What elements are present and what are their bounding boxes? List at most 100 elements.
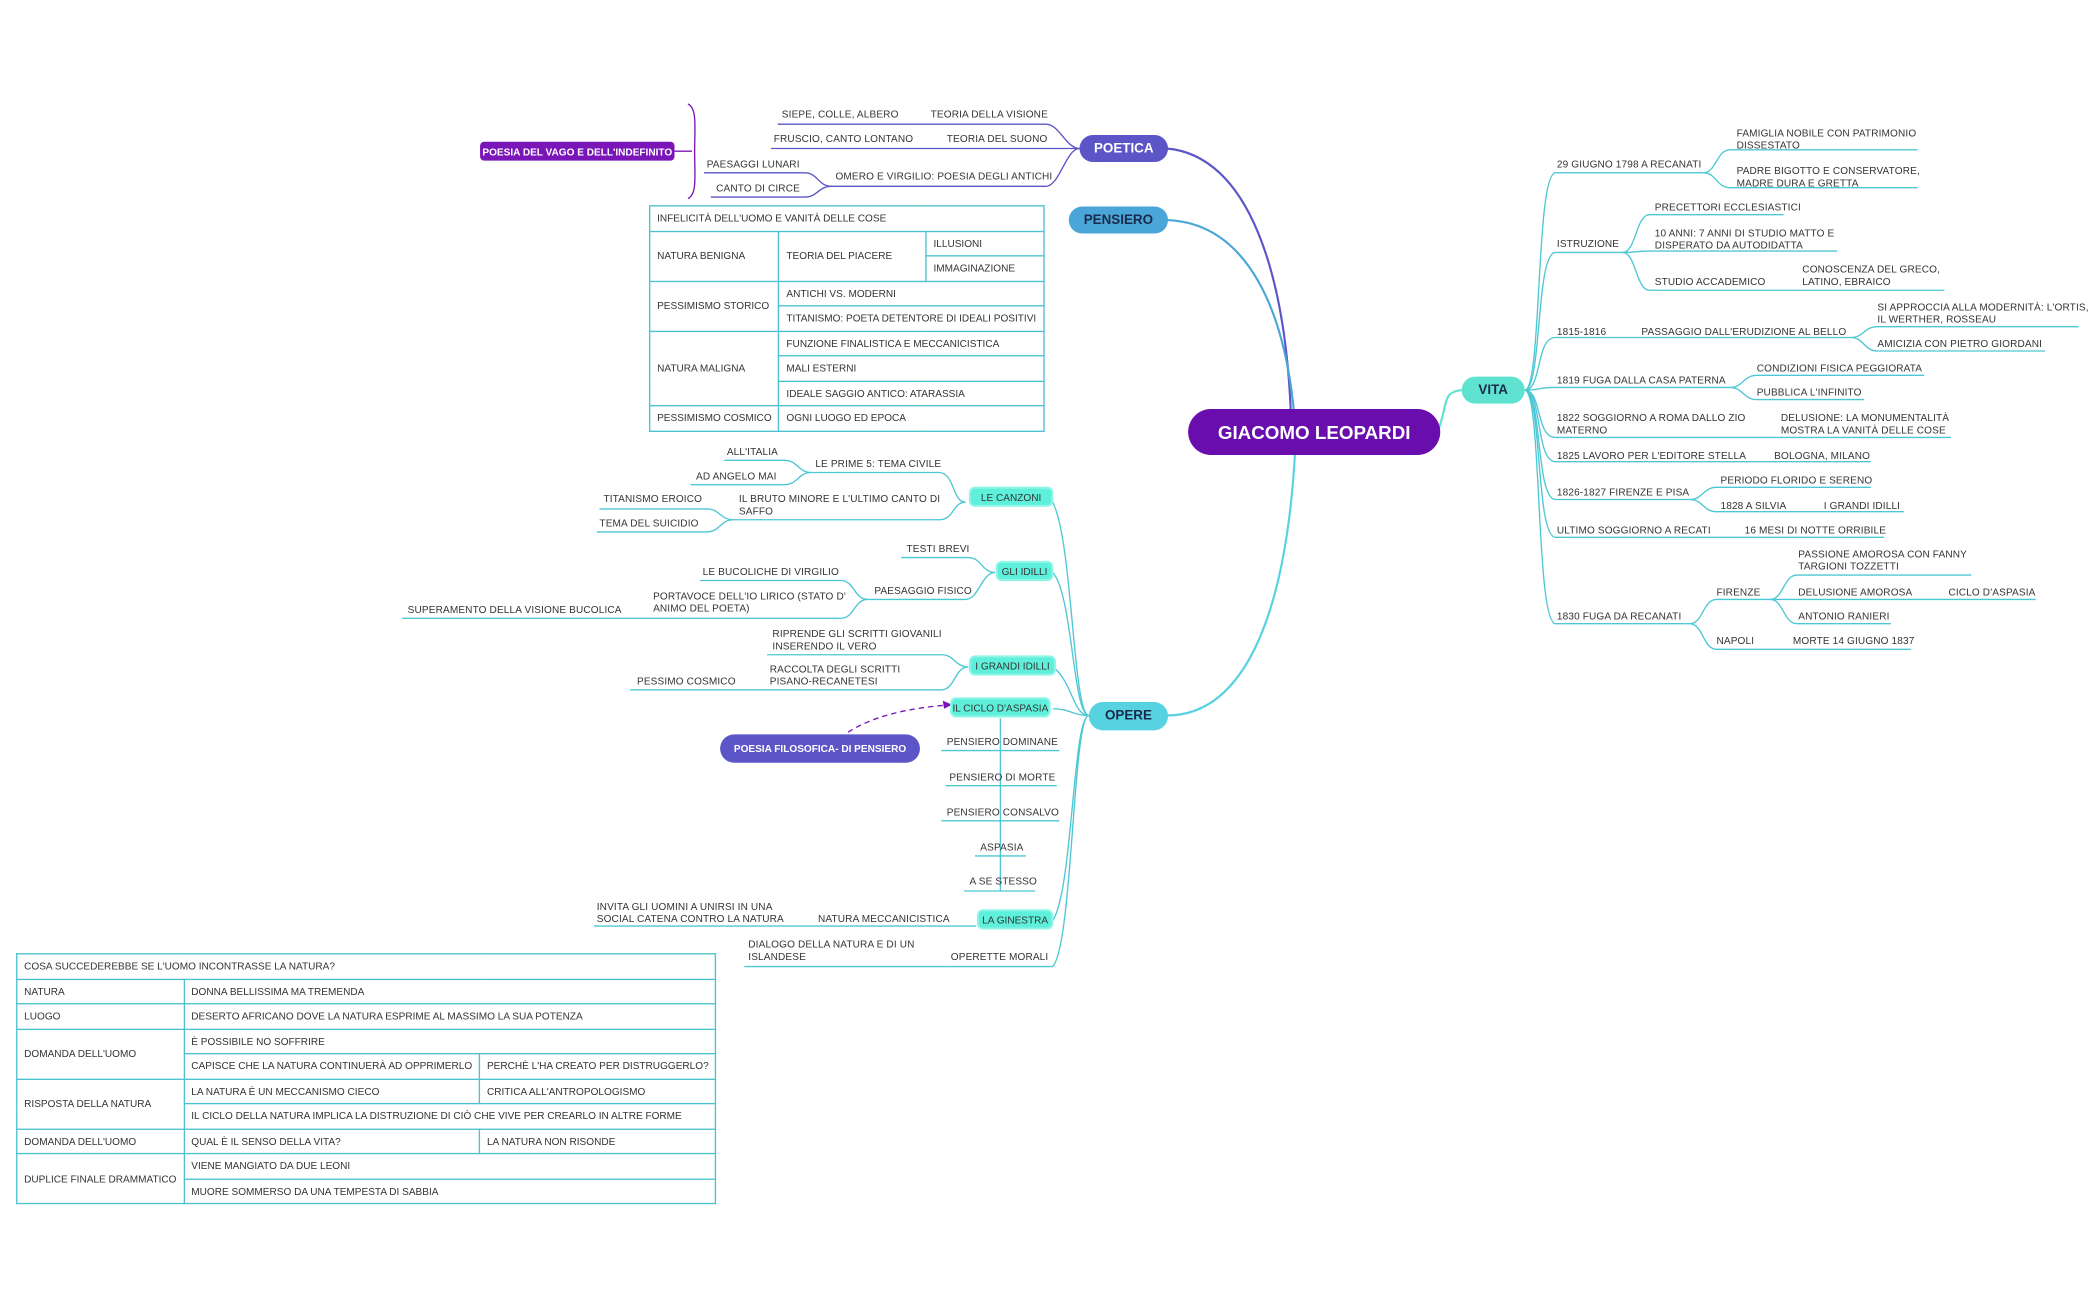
grandi-idilli-node[interactable]: I GRANDI IDILLI xyxy=(970,657,1055,674)
superamento-text: SUPERAMENTO DELLA VISIONE BUCOLICA xyxy=(407,603,622,616)
cell-ogni: OGNI LUOGO ED EPOCA xyxy=(778,405,1045,432)
vita-fuga1830: 1830 FUGA DA RECANATI xyxy=(1556,610,1682,623)
riprende-text: RIPRENDE GLI SCRITTI GIOVANILI INSERENDO… xyxy=(772,627,942,653)
poesia-vago-tag[interactable]: POESIA DEL VAGO E DELL'INDEFINITO xyxy=(480,141,675,161)
vita-precettori: PRECETTORI ECCLESIASTICI xyxy=(1654,201,1801,214)
dialogo-table: COSA SUCCEDEREBBE SE L'UOMO INCONTRASSE … xyxy=(16,953,717,1205)
poetica-item-1-right: TEORIA DELLA VISIONE xyxy=(930,108,1048,121)
cell-pessimismo-cosmico: PESSIMISMO COSMICO xyxy=(649,405,780,432)
natura-mecc-text: NATURA MECCANICISTICA xyxy=(818,912,950,925)
pensiero-table: INFELICITÀ DELL'UOMO E VANITÀ DELLE COSE… xyxy=(649,205,1045,432)
cell-pessimismo-storico: PESSIMISMO STORICO xyxy=(649,280,780,332)
cell-duplice-k: DUPLICE FINALE DRAMMATICO xyxy=(16,1152,185,1205)
poetica-item-3-left: PAESAGGI LUNARI xyxy=(706,157,800,171)
cell-risposta-v1: LA NATURA È UN MECCANISMO CIECO xyxy=(183,1077,481,1105)
vita-grandi: I GRANDI IDILLI xyxy=(1823,499,1901,512)
vita-famiglia: FAMIGLIA NOBILE CON PATRIMONIO DISSESTAT… xyxy=(1736,126,1917,152)
cell-ideale: IDEALE SAGGIO ANTICO: ATARASSIA xyxy=(778,380,1045,407)
dialogo-header: COSA SUCCEDEREBBE SE L'UOMO INCONTRASSE … xyxy=(16,953,717,980)
cell-risposta-v3: IL CICLO DELLA NATURA IMPLICA LA DISTRUZ… xyxy=(183,1102,717,1130)
cell-natura-k: NATURA xyxy=(16,978,185,1005)
la-ginestra-node[interactable]: LA GINESTRA xyxy=(978,911,1052,928)
cell-domanda-v3: PERCHÈ L'HA CREATO PER DISTRUGGERLO? xyxy=(478,1053,717,1080)
vita-infinito: PUBBLICA L'INFINITO xyxy=(1756,386,1862,399)
operette-text: OPERETTE MORALI xyxy=(950,950,1049,963)
se-stesso-text: A SE STESSO xyxy=(969,874,1037,887)
titanismo-eroico-text: TITANISMO EROICO xyxy=(603,492,703,505)
bruto-text: IL BRUTO MINORE E L'ULTIMO CANTO DI SAFF… xyxy=(738,492,941,518)
vita-ultimo: ULTIMO SOGGIORNO A RECATI xyxy=(1556,523,1711,536)
raccolta-text: RACCOLTA DEGLI SCRITTI PISANO-RECANETESI xyxy=(769,662,901,688)
vita-florido: PERIODO FLORIDO E SERENO xyxy=(1720,473,1873,486)
angelo-text: AD ANGELO MAI xyxy=(695,469,777,482)
poetica-item-2-left: FRUSCIO, CANTO LONTANO xyxy=(773,132,914,145)
cell-domanda-k: DOMANDA DELL'UOMO xyxy=(16,1028,185,1080)
vita-passione: PASSIONE AMOROSA CON FANNY TARGIONI TOZZ… xyxy=(1798,548,1967,573)
vita-firenze: FIRENZE xyxy=(1716,585,1761,599)
vita-morte: MORTE 14 GIUGNO 1837 xyxy=(1792,634,1915,647)
cell-immaginazione: IMMAGINAZIONE xyxy=(925,255,1045,282)
cell-risposta-v2: CRITICA ALL'ANTROPOLOGISMO xyxy=(478,1077,717,1105)
poetica-item-4-left: CANTO DI CIRCE xyxy=(716,182,800,195)
opere-node[interactable]: OPERE xyxy=(1088,702,1169,731)
vita-ciclo: CICLO D'ASPASIA xyxy=(1948,585,2036,599)
poesia-filosofica-node[interactable]: POESIA FILOSOFICA- DI PENSIERO xyxy=(720,734,920,763)
pensiero-consalvo-text: PENSIERO CONSALVO xyxy=(946,805,1059,819)
testi-brevi-text: TESTI BREVI xyxy=(906,542,970,555)
vita-delusione-amorosa: DELUSIONE AMOROSA xyxy=(1798,585,1913,599)
vita-silvia: 1828 A SILVIA xyxy=(1720,499,1787,512)
aspasia-text: ASPASIA xyxy=(980,841,1024,854)
prime5-text: LE PRIME 5: TEMA CIVILE xyxy=(815,457,942,470)
vita-bologna: BOLOGNA, MILANO xyxy=(1774,449,1871,462)
vita-node[interactable]: VITA xyxy=(1461,376,1525,404)
vita-amicizia: AMICIZIA CON PIETRO GIORDANI xyxy=(1877,337,2043,350)
cell-domanda-v1: È POSSIBILE NO SOFFRIRE xyxy=(183,1028,717,1055)
invita-text: INVITA GLI UOMINI A UNIRSI IN UNA SOCIAL… xyxy=(596,900,784,925)
central-topic[interactable]: GIACOMO LEOPARDI xyxy=(1188,409,1441,455)
cell-domanda2-v2: LA NATURA NON RISONDE xyxy=(478,1127,717,1155)
poetica-item-1-left: SIEPE, COLLE, ALBERO xyxy=(781,108,899,121)
vita-delusione: DELUSIONE: LA MONUMENTALITÀ MOSTRA LA VA… xyxy=(1780,411,1950,437)
le-canzoni-node[interactable]: LE CANZONI xyxy=(970,488,1052,505)
pensiero-dominane-text: PENSIERO DOMINANE xyxy=(946,735,1059,748)
ciclo-aspasia-node[interactable]: IL CICLO D'ASPASIA xyxy=(952,699,1049,716)
cell-duplice-v2: MUORE SOMMERSO DA UNA TEMPESTA DI SABBIA xyxy=(183,1177,717,1205)
vita-ranieri: ANTONIO RANIERI xyxy=(1798,610,1890,623)
gli-idilli-node[interactable]: GLI IDILLI xyxy=(997,562,1052,580)
vita-passaggio: PASSAGGIO DALL'ERUDIZIONE AL BELLO xyxy=(1641,325,1847,338)
poetica-node[interactable]: POETICA xyxy=(1079,135,1169,162)
vita-1815: 1815-1816 xyxy=(1556,325,1607,338)
allitalia-text: ALL'ITALIA xyxy=(726,445,778,458)
vita-istruzione: ISTRUZIONE xyxy=(1556,237,1620,250)
bucoliche-text: LE BUCOLICHE DI VIRGILIO xyxy=(702,565,839,578)
vita-padre: PADRE BIGOTTO E CONSERVATORE, MADRE DURA… xyxy=(1736,164,1920,189)
cell-natura-maligna: NATURA MALIGNA xyxy=(649,330,780,407)
vita-roma: 1822 SOGGIORNO A ROMA DALLO ZIO MATERNO xyxy=(1556,411,1746,437)
vita-studio: STUDIO ACCADEMICO xyxy=(1654,275,1766,288)
cell-illusioni: ILLUSIONI xyxy=(925,230,1045,257)
cell-duplice-v1: VIENE MANGIATO DA DUE LEONI xyxy=(183,1152,717,1180)
cell-domanda2-k: DOMANDA DELL'UOMO xyxy=(16,1127,185,1155)
vita-firenze-pisa: 1826-1827 FIRENZE E PISA xyxy=(1556,486,1690,499)
poetica-item-2-right: TEORIA DEL SUONO xyxy=(946,132,1048,145)
portavoce-text: PORTAVOCE DELL'IO LIRICO (STATO D' ANIMO… xyxy=(653,589,846,615)
cell-mali: MALI ESTERNI xyxy=(778,355,1045,382)
pensiero-node[interactable]: PENSIERO xyxy=(1068,206,1169,234)
vita-approccia: SI APPROCCIA ALLA MODERNITÀ: L'ORTIS, IL… xyxy=(1877,301,2089,326)
vita-anni: 10 ANNI: 7 ANNI DI STUDIO MATTO E DISPER… xyxy=(1654,226,1835,252)
pensiero-morte-text: PENSIERO DI MORTE xyxy=(949,770,1056,783)
pessimo-text: PESSIMO COSMICO xyxy=(636,675,736,688)
vita-nascita: 29 GIUGNO 1798 A RECANATI xyxy=(1556,157,1702,171)
cell-teoria-piacere: TEORIA DEL PIACERE xyxy=(778,230,927,282)
cell-luogo-v: DESERTO AFRICANO DOVE LA NATURA ESPRIME … xyxy=(183,1003,717,1030)
cell-titanismo: TITANISMO: POETA DETENTORE DI IDEALI POS… xyxy=(778,305,1045,332)
cell-natura-v: DONNA BELLISSIMA MA TREMENDA xyxy=(183,978,717,1005)
vita-napoli: NAPOLI xyxy=(1716,634,1755,647)
vita-condizioni: CONDIZIONI FISICA PEGGIORATA xyxy=(1756,361,1923,374)
paesaggio-fisico-text: PAESAGGIO FISICO xyxy=(874,584,972,597)
poetica-item-3-right: OMERO E VIRGILIO: POESIA DEGLI ANTICHI xyxy=(835,170,1053,183)
vita-mesi: 16 MESI DI NOTTE ORRIBILE xyxy=(1744,523,1887,536)
dialogo-text: DIALOGO DELLA NATURA E DI UN ISLANDESE xyxy=(748,938,915,963)
